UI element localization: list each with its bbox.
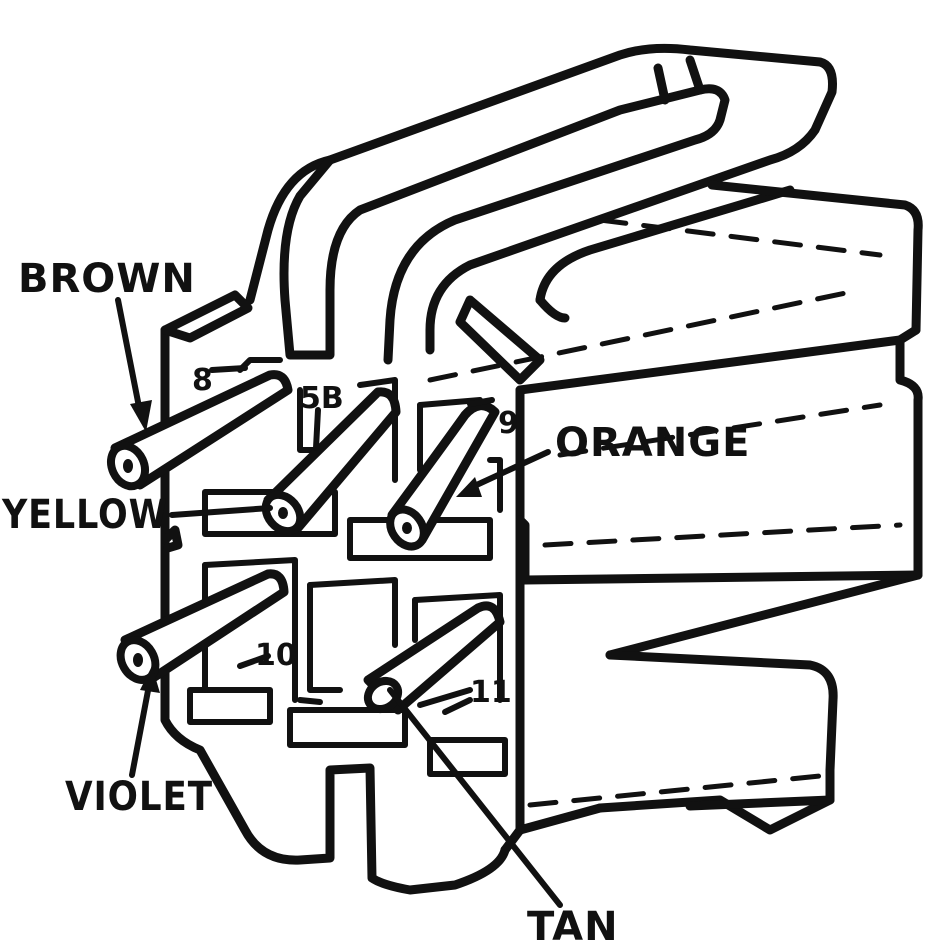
label-violet: VIOLET: [65, 774, 213, 820]
terminal-label-9: 9: [498, 406, 519, 441]
orange-leader: [456, 449, 551, 497]
label-tan: TAN: [527, 904, 619, 944]
terminal-label-8: 8: [192, 363, 213, 398]
wire-violet: [116, 569, 289, 685]
wire-yellow: [261, 387, 401, 536]
wire-orange: [386, 401, 500, 551]
label-orange: ORANGE: [555, 420, 750, 466]
label-yellow: YELLOW: [1, 492, 168, 538]
terminal-label-11: 11: [470, 675, 512, 710]
terminal-leaders: [209, 365, 495, 715]
connector-housing: [160, 43, 923, 895]
label-brown: BROWN: [18, 256, 196, 302]
brown-leader: [115, 297, 152, 432]
wire-tan: [363, 601, 505, 715]
terminal-label-5b: 5B: [300, 381, 344, 416]
tan-leader: [387, 687, 563, 908]
yellow-leader: [169, 505, 273, 518]
terminal-label-10: 10: [255, 638, 297, 673]
violet-leader: [129, 666, 160, 778]
wire-brown: [106, 370, 293, 491]
